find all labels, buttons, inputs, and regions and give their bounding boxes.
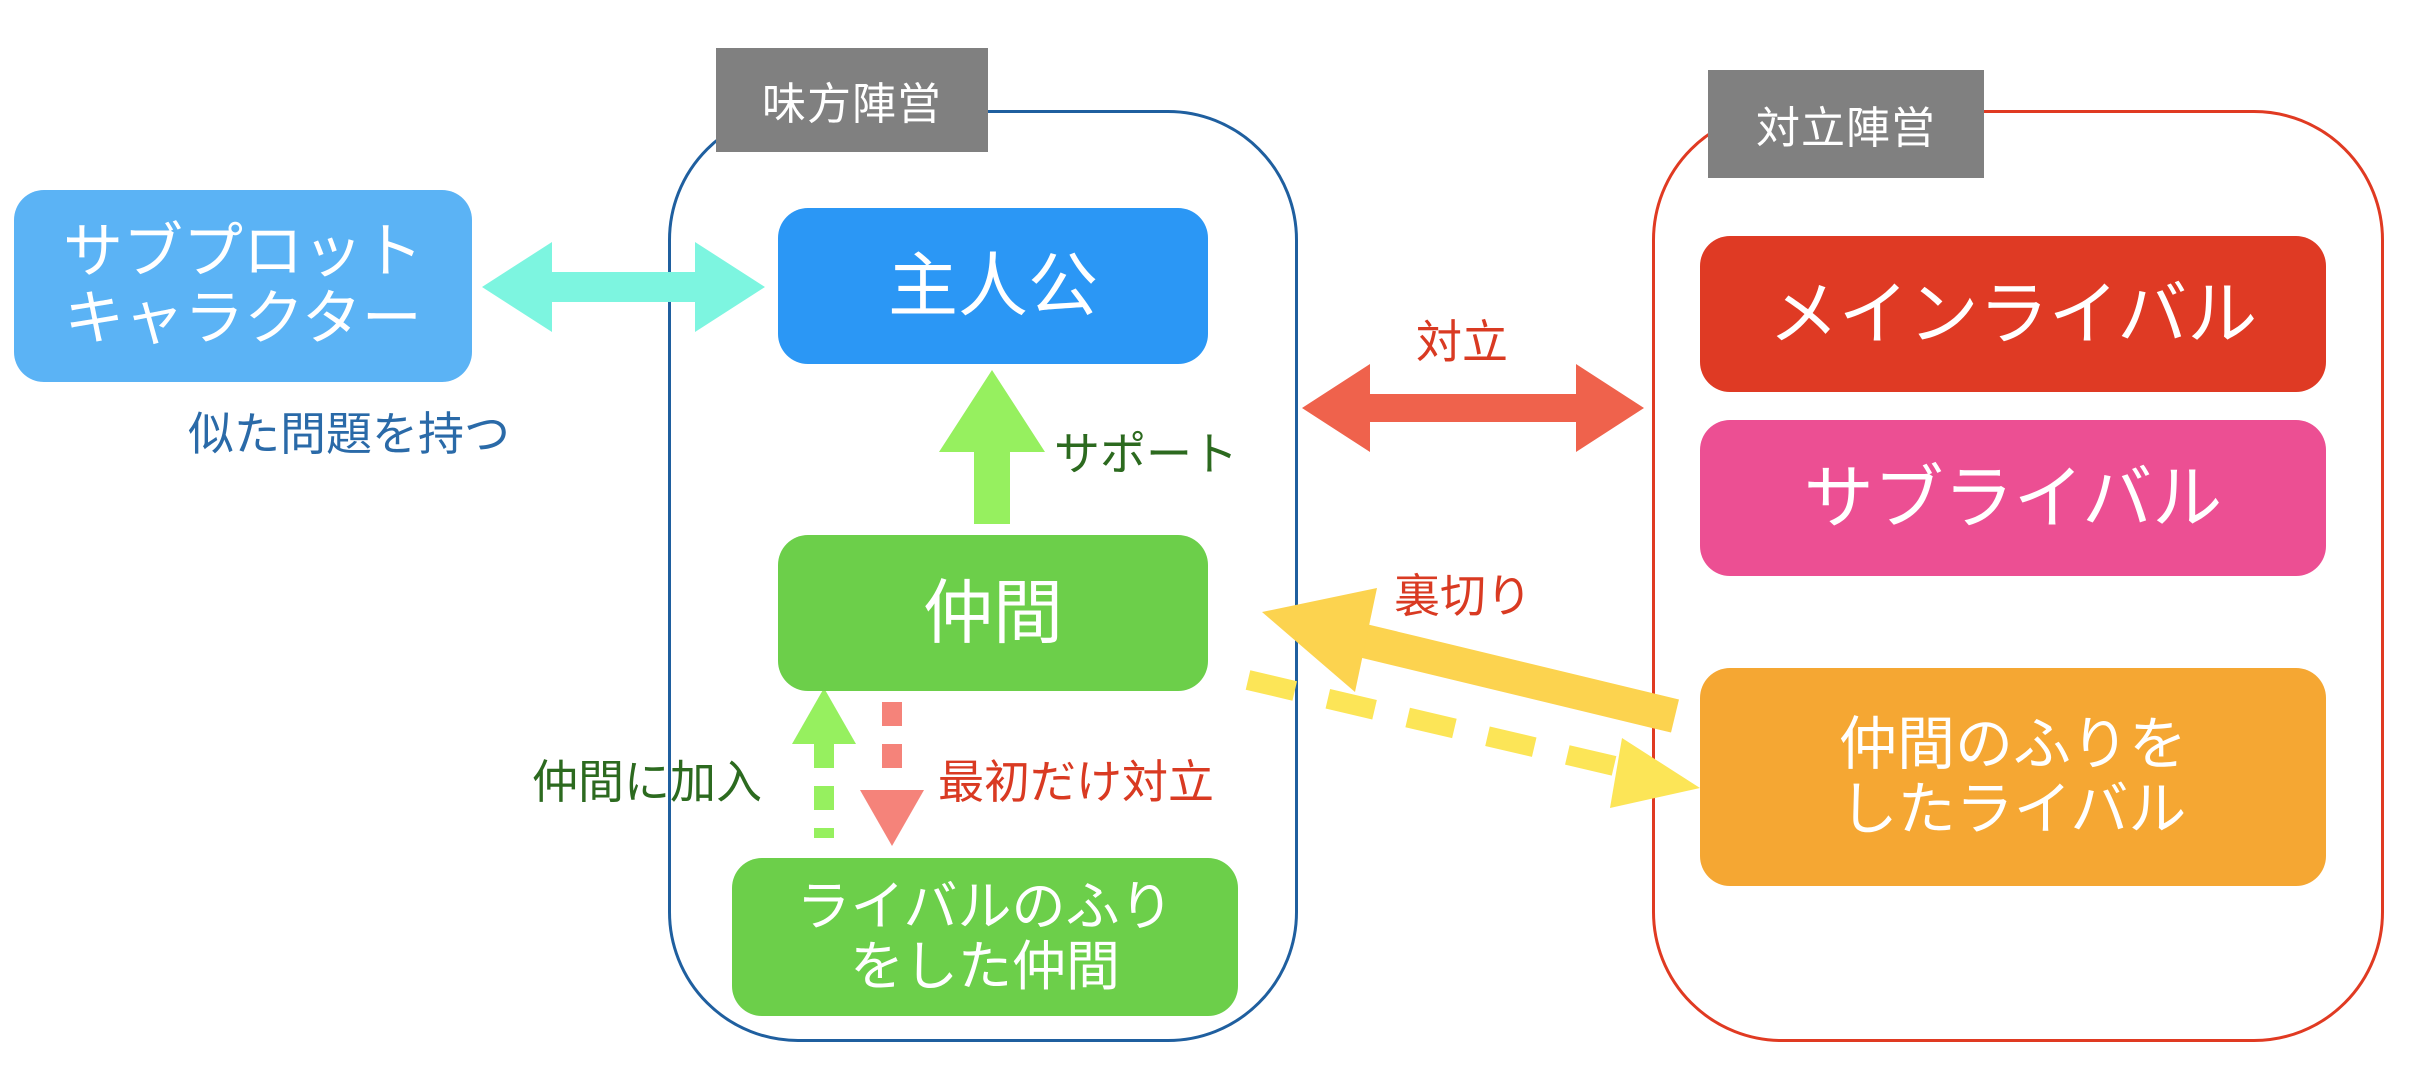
similar-problem-label: 似た問題を持つ <box>188 407 510 461</box>
initial-conflict-arrow <box>860 702 924 846</box>
join-companions-label: 仲間に加入 <box>532 755 762 809</box>
join-companions-arrow <box>792 688 856 838</box>
protagonist-node: 主人公 <box>778 208 1208 364</box>
support-label: サポート <box>1054 427 1238 481</box>
ally-camp-tag: 味方陣営 <box>716 48 988 152</box>
support-arrow <box>939 370 1045 524</box>
main-rival-node: メインライバル <box>1700 236 2326 392</box>
betrayal-arrow <box>1262 588 1679 733</box>
similar-problem-arrow <box>482 242 765 332</box>
initial-conflict-label: 最初だけ対立 <box>938 755 1214 809</box>
companion-node: 仲間 <box>778 535 1208 691</box>
conflict-arrow <box>1302 364 1644 452</box>
fake-join-arrow <box>1245 670 1700 808</box>
enemy-camp-tag: 対立陣営 <box>1708 70 1984 178</box>
subplot-character-node: サブプロット キャラクター <box>14 190 472 382</box>
fake-companion-rival-node: 仲間のふりを したライバル <box>1700 668 2326 886</box>
rival-like-companion-node: ライバルのふり をした仲間 <box>732 858 1238 1016</box>
betrayal-label: 裏切り <box>1394 569 1532 623</box>
sub-rival-node: サブライバル <box>1700 420 2326 576</box>
conflict-label: 対立 <box>1416 315 1508 369</box>
enemy-camp-region <box>1652 110 2384 1042</box>
